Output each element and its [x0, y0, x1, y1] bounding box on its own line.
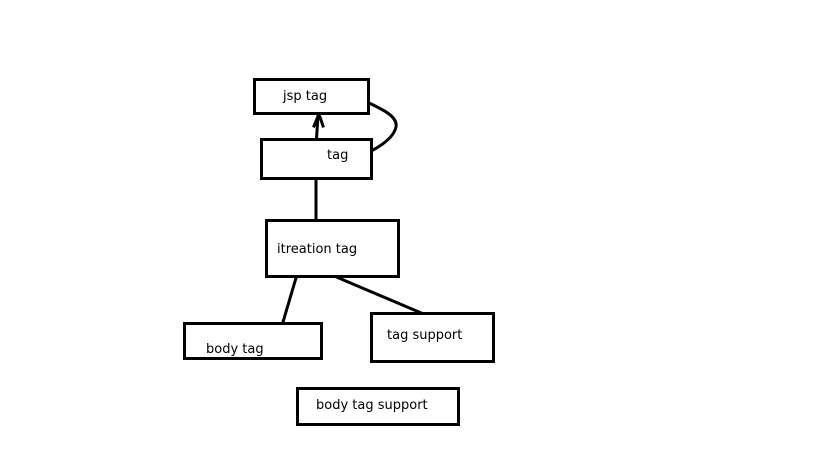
- tag-label: tag: [327, 148, 349, 163]
- tag-node: [260, 138, 373, 180]
- body-tag-support-node: [296, 387, 460, 426]
- connector-iteration-tag-to-tag-support: [332, 274, 428, 317]
- iteration-tag-label: itreation tag: [277, 242, 358, 257]
- body-tag-support-label: body tag support: [316, 398, 428, 413]
- connector-iteration-tag-to-body-tag: [281, 276, 298, 324]
- tag-support-node: [370, 312, 495, 363]
- iteration-tag-node: [265, 219, 400, 278]
- jsp-tag-node: [253, 78, 370, 115]
- body-tag-node: [183, 322, 323, 360]
- body-tag-label: body tag: [206, 342, 264, 357]
- connector-curve-tag-to-jsp-tag: [367, 101, 398, 153]
- tag-support-label: tag support: [387, 328, 463, 343]
- jsp-tag-label: jsp tag: [283, 89, 328, 104]
